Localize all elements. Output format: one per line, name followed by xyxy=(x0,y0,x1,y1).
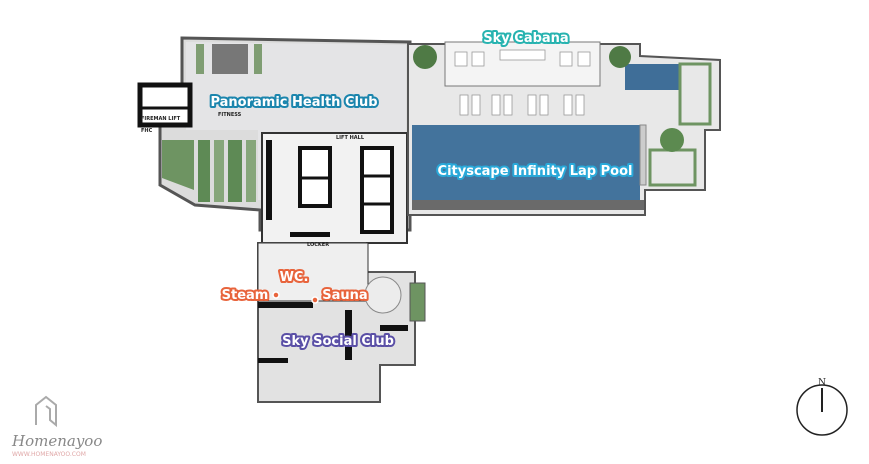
homenayoo-logo: Homenayoo WWW.HOMENAYOO.COM xyxy=(11,395,102,458)
label-sky-cabana: Sky Cabana xyxy=(483,31,568,46)
steam-marker-icon xyxy=(272,291,280,299)
room-tag-lift-hall: LIFT HALL xyxy=(336,135,365,141)
room-tag-fitness: FITNESS xyxy=(218,112,242,118)
room-tag-fhc: FHC xyxy=(141,128,153,134)
label-lap-pool: Cityscape Infinity Lap Pool xyxy=(438,164,633,179)
label-steam: Steam xyxy=(222,288,269,303)
room-tag-locker: LOCKER xyxy=(307,242,329,248)
fireman-lift xyxy=(137,82,193,128)
label-health-club: Panoramic Health Club xyxy=(210,95,377,110)
compass-icon: N xyxy=(796,378,848,436)
room-tag-fireman-lift: FIREMAN LIFT xyxy=(141,116,181,122)
compass-north-label: N xyxy=(818,378,826,388)
small-pool xyxy=(625,64,680,90)
tree-icon xyxy=(660,128,684,152)
label-sauna: Sauna xyxy=(322,288,367,303)
pool-deck xyxy=(407,41,721,216)
sauna-marker-icon xyxy=(311,296,319,304)
tree-icon xyxy=(413,45,437,69)
label-social-club: Sky Social Club xyxy=(282,334,394,349)
social-club-area xyxy=(257,242,426,403)
logo-url: WWW.HOMENAYOO.COM xyxy=(12,451,86,458)
lift-core xyxy=(261,132,408,244)
logo-name: Homenayoo xyxy=(11,432,102,450)
label-wc: WC. xyxy=(280,270,309,285)
lap-pool xyxy=(412,125,640,200)
tree-icon xyxy=(609,46,631,68)
